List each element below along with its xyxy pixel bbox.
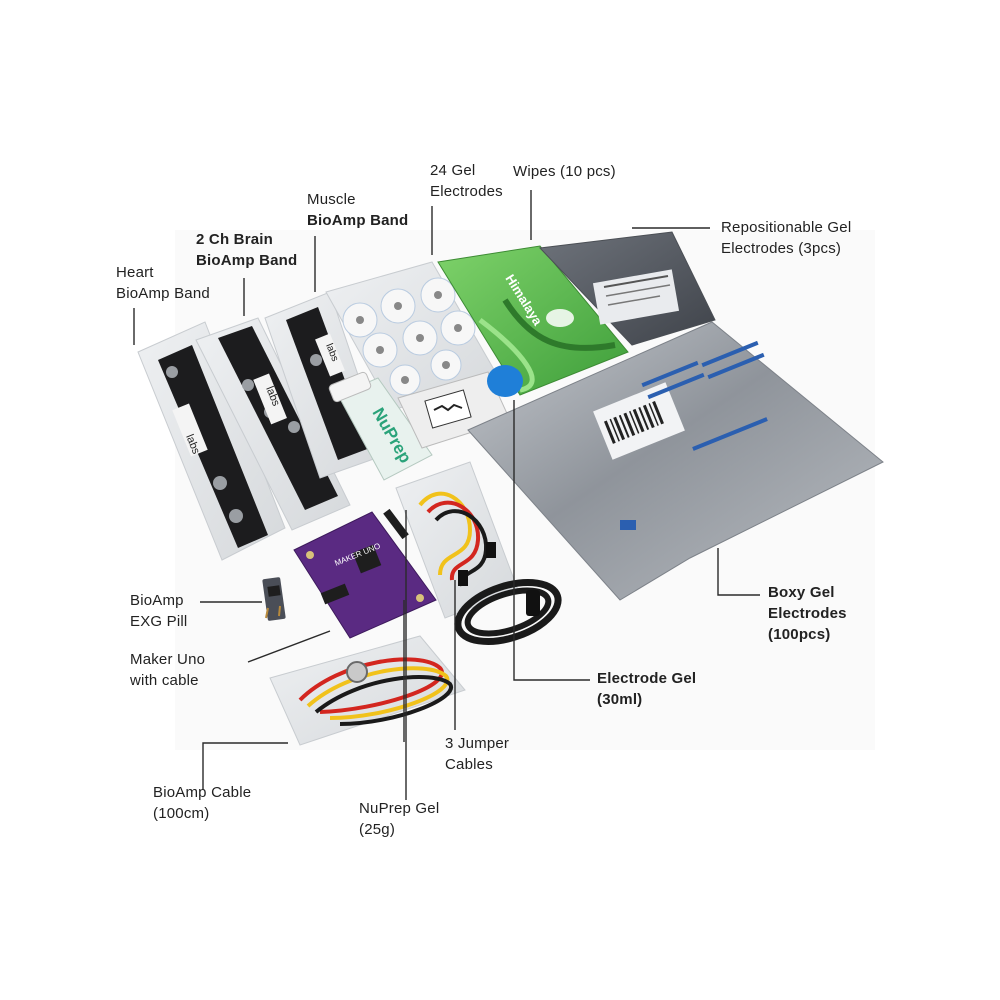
label-bioamp-cable-line1: BioAmp Cable: [153, 784, 252, 801]
label-bioamp-cable-line2: (100cm): [153, 805, 210, 822]
label-exg-pill-line2: EXG Pill: [130, 613, 188, 630]
label-brain-band: 2 Ch Brain BioAmp Band: [196, 229, 297, 271]
label-repositionable-line2: Electrodes (3pcs): [721, 240, 842, 257]
label-electrode-gel: Electrode Gel (30ml): [597, 668, 696, 710]
label-jumper-cables: 3 Jumper Cables: [445, 733, 509, 775]
label-repositionable-line1: Repositionable Gel: [721, 219, 852, 236]
label-boxy-line1: Boxy Gel: [768, 584, 835, 601]
brain-band-pack: labs: [195, 317, 351, 531]
label-nuprep: NuPrep Gel (25g): [359, 798, 439, 840]
label-electrode-gel-line2: (30ml): [597, 691, 643, 708]
label-brain-line1: 2 Ch Brain: [196, 231, 274, 248]
heart-band-pack: labs: [137, 321, 286, 561]
wipes-pack: Himalaya: [437, 245, 629, 396]
label-gel-electrodes-24: 24 Gel Electrodes: [430, 160, 503, 202]
label-nuprep-line1: NuPrep Gel: [359, 800, 440, 817]
bioamp-cable-pack: [269, 635, 466, 746]
leader-lines: [133, 190, 760, 800]
label-brain-line2: BioAmp Band: [196, 252, 298, 269]
label-electrode-gel-line1: Electrode Gel: [597, 670, 697, 687]
label-muscle-band: Muscle BioAmp Band: [307, 189, 408, 231]
label-boxy: Boxy Gel Electrodes (100pcs): [768, 582, 847, 645]
label-boxy-line2: Electrodes: [768, 605, 847, 622]
label-heart-band: Heart BioAmp Band: [116, 262, 210, 304]
label-heart-line1: Heart: [116, 264, 154, 281]
repositionable-electrodes-pack: [538, 231, 716, 346]
label-repositionable: Repositionable Gel Electrodes (3pcs): [721, 217, 851, 259]
boxy-electrodes-pouch: [467, 321, 884, 601]
label-gel24-line1: 24 Gel: [430, 162, 476, 179]
muscle-band-pack: labs: [264, 291, 386, 479]
exg-pill: [262, 577, 286, 621]
maker-uno-board: MAKER UNO: [293, 508, 437, 639]
label-muscle-line2: BioAmp Band: [307, 212, 409, 229]
label-heart-line2: BioAmp Band: [116, 285, 210, 302]
label-exg-pill: BioAmp EXG Pill: [130, 590, 187, 632]
label-nuprep-line2: (25g): [359, 821, 396, 838]
label-jumper-line2: Cables: [445, 756, 493, 773]
label-wipes-line1: Wipes (10 pcs): [513, 163, 616, 180]
label-bioamp-cable: BioAmp Cable (100cm): [153, 782, 251, 824]
label-maker-uno: Maker Uno with cable: [130, 649, 205, 691]
electrode-gel-bottle: [397, 365, 523, 449]
label-muscle-line1: Muscle: [307, 191, 356, 208]
label-wipes: Wipes (10 pcs): [513, 161, 616, 182]
gel-electrodes-24-pack: [325, 261, 501, 411]
label-boxy-line3: (100pcs): [768, 626, 831, 643]
label-exg-pill-line1: BioAmp: [130, 592, 184, 609]
label-gel24-line2: Electrodes: [430, 183, 503, 200]
label-jumper-line1: 3 Jumper: [445, 735, 510, 752]
label-maker-uno-line2: with cable: [130, 672, 199, 689]
label-maker-uno-line1: Maker Uno: [130, 651, 206, 668]
